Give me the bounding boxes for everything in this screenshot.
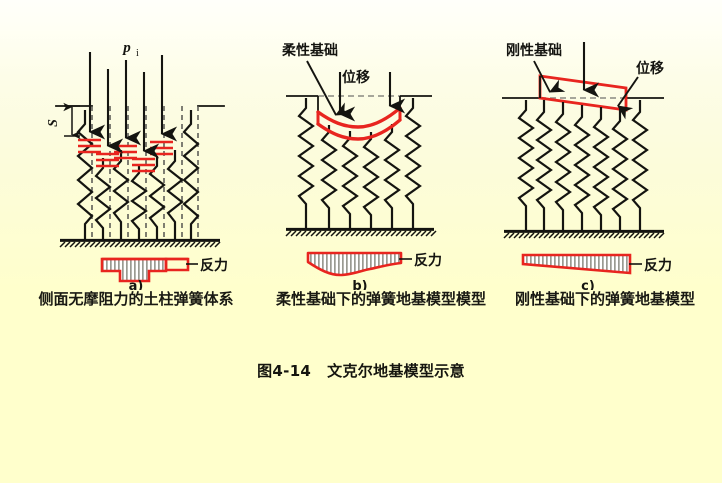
figure-number: 图4-14: [257, 362, 312, 380]
rigid-base-a: [59, 238, 221, 248]
panel-label-a: a): [129, 279, 144, 290]
rigid-base-b: [285, 227, 437, 237]
svg-text:i: i: [136, 48, 139, 59]
load-plates-a: [78, 138, 173, 173]
figure-title-text: 文克尔地基模型示意: [327, 362, 465, 380]
settlement-label-a: S: [46, 119, 61, 127]
spring-set-a: [76, 110, 200, 239]
spring-set-c: [517, 100, 649, 230]
settlement-dimension-a: [63, 102, 81, 140]
load-label-a: p i: [121, 40, 139, 59]
spring-set-b: [297, 98, 422, 228]
reaction-diagram-b: [306, 251, 403, 277]
foundation-label-b: 柔性基础: [281, 42, 338, 59]
foundation-leader-b: [306, 60, 352, 116]
foundation-leader-c: [533, 60, 566, 93]
reaction-label-c: 反力: [644, 257, 672, 274]
reaction-label-b: 反力: [414, 252, 442, 269]
panel-label-b: b): [352, 279, 367, 290]
load-arrows-a: [88, 52, 178, 159]
flexible-foundation-band-b: [316, 106, 402, 141]
displacement-label-b: 位移: [342, 69, 370, 86]
foundation-label-c: 刚性基础: [506, 42, 562, 59]
figure-title: 图4-14 文克尔地基模型示意: [0, 360, 722, 381]
caption-panel-c: 刚性基础下的弹簧地基模型: [514, 290, 695, 308]
figure-diagram-area: p i S: [0, 28, 722, 290]
rigid-base-c: [503, 229, 665, 239]
reaction-label-a: 反力: [200, 257, 228, 274]
caption-panel-b: 柔性基础下的弹簧地基模型模型: [275, 290, 486, 308]
reaction-diagram-a: [100, 257, 190, 283]
displacement-leader-c: [617, 76, 639, 120]
svg-text:p: p: [121, 40, 131, 56]
panel-b: 柔性基础 位移: [250, 28, 476, 290]
panel-a: p i S: [2, 28, 250, 290]
caption-panel-a: 侧面无摩阻力的土柱弹簧体系: [38, 290, 234, 308]
panel-label-c: c): [581, 279, 595, 290]
panel-c: 刚性基础 位移: [478, 28, 722, 290]
panel-captions: 侧面无摩阻力的土柱弹簧体系 柔性基础下的弹簧地基模型模型 刚性基础下的弹簧地基模…: [0, 290, 722, 310]
displacement-label-c: 位移: [636, 60, 664, 77]
reaction-diagram-c: [521, 253, 632, 275]
